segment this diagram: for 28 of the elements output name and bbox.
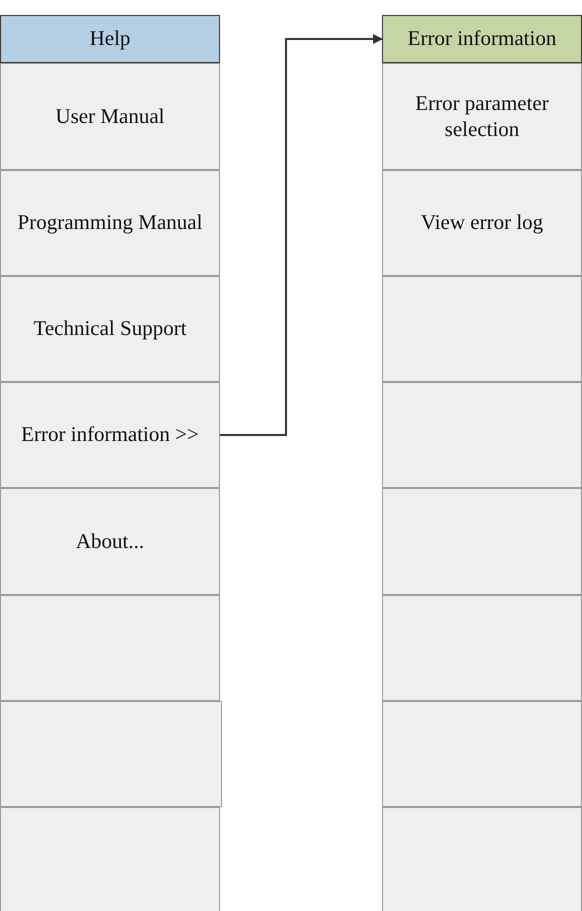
menu-item [0, 807, 220, 911]
menu-item [382, 595, 582, 701]
menu-item [382, 276, 582, 382]
menu-label: About... [74, 528, 146, 554]
menu-item [0, 382, 220, 488]
menu-item [382, 382, 582, 488]
menu-item [0, 170, 220, 276]
menu-label: Error parameter selection [414, 91, 550, 142]
menu-label: Programming Manual [16, 210, 204, 236]
menu-item [382, 807, 582, 911]
menu-item [382, 488, 582, 595]
menu-header [0, 15, 220, 63]
menu-title: Error information [406, 26, 558, 52]
menu-label: View error log [420, 210, 544, 236]
menu-item [382, 63, 582, 170]
menu-item [0, 488, 220, 595]
menu-label: Technical Support [32, 316, 188, 342]
menu-item [0, 63, 220, 170]
menu-item [0, 701, 222, 807]
menu-label: User Manual [54, 104, 166, 130]
arrow [220, 34, 383, 436]
menu-label: Error information >> [20, 422, 200, 448]
menu-item [382, 701, 582, 807]
menu-item [382, 170, 582, 276]
menu-title: Help [88, 26, 132, 52]
menu-item [0, 276, 220, 382]
menu-header [382, 15, 582, 63]
menu-item [0, 595, 220, 701]
